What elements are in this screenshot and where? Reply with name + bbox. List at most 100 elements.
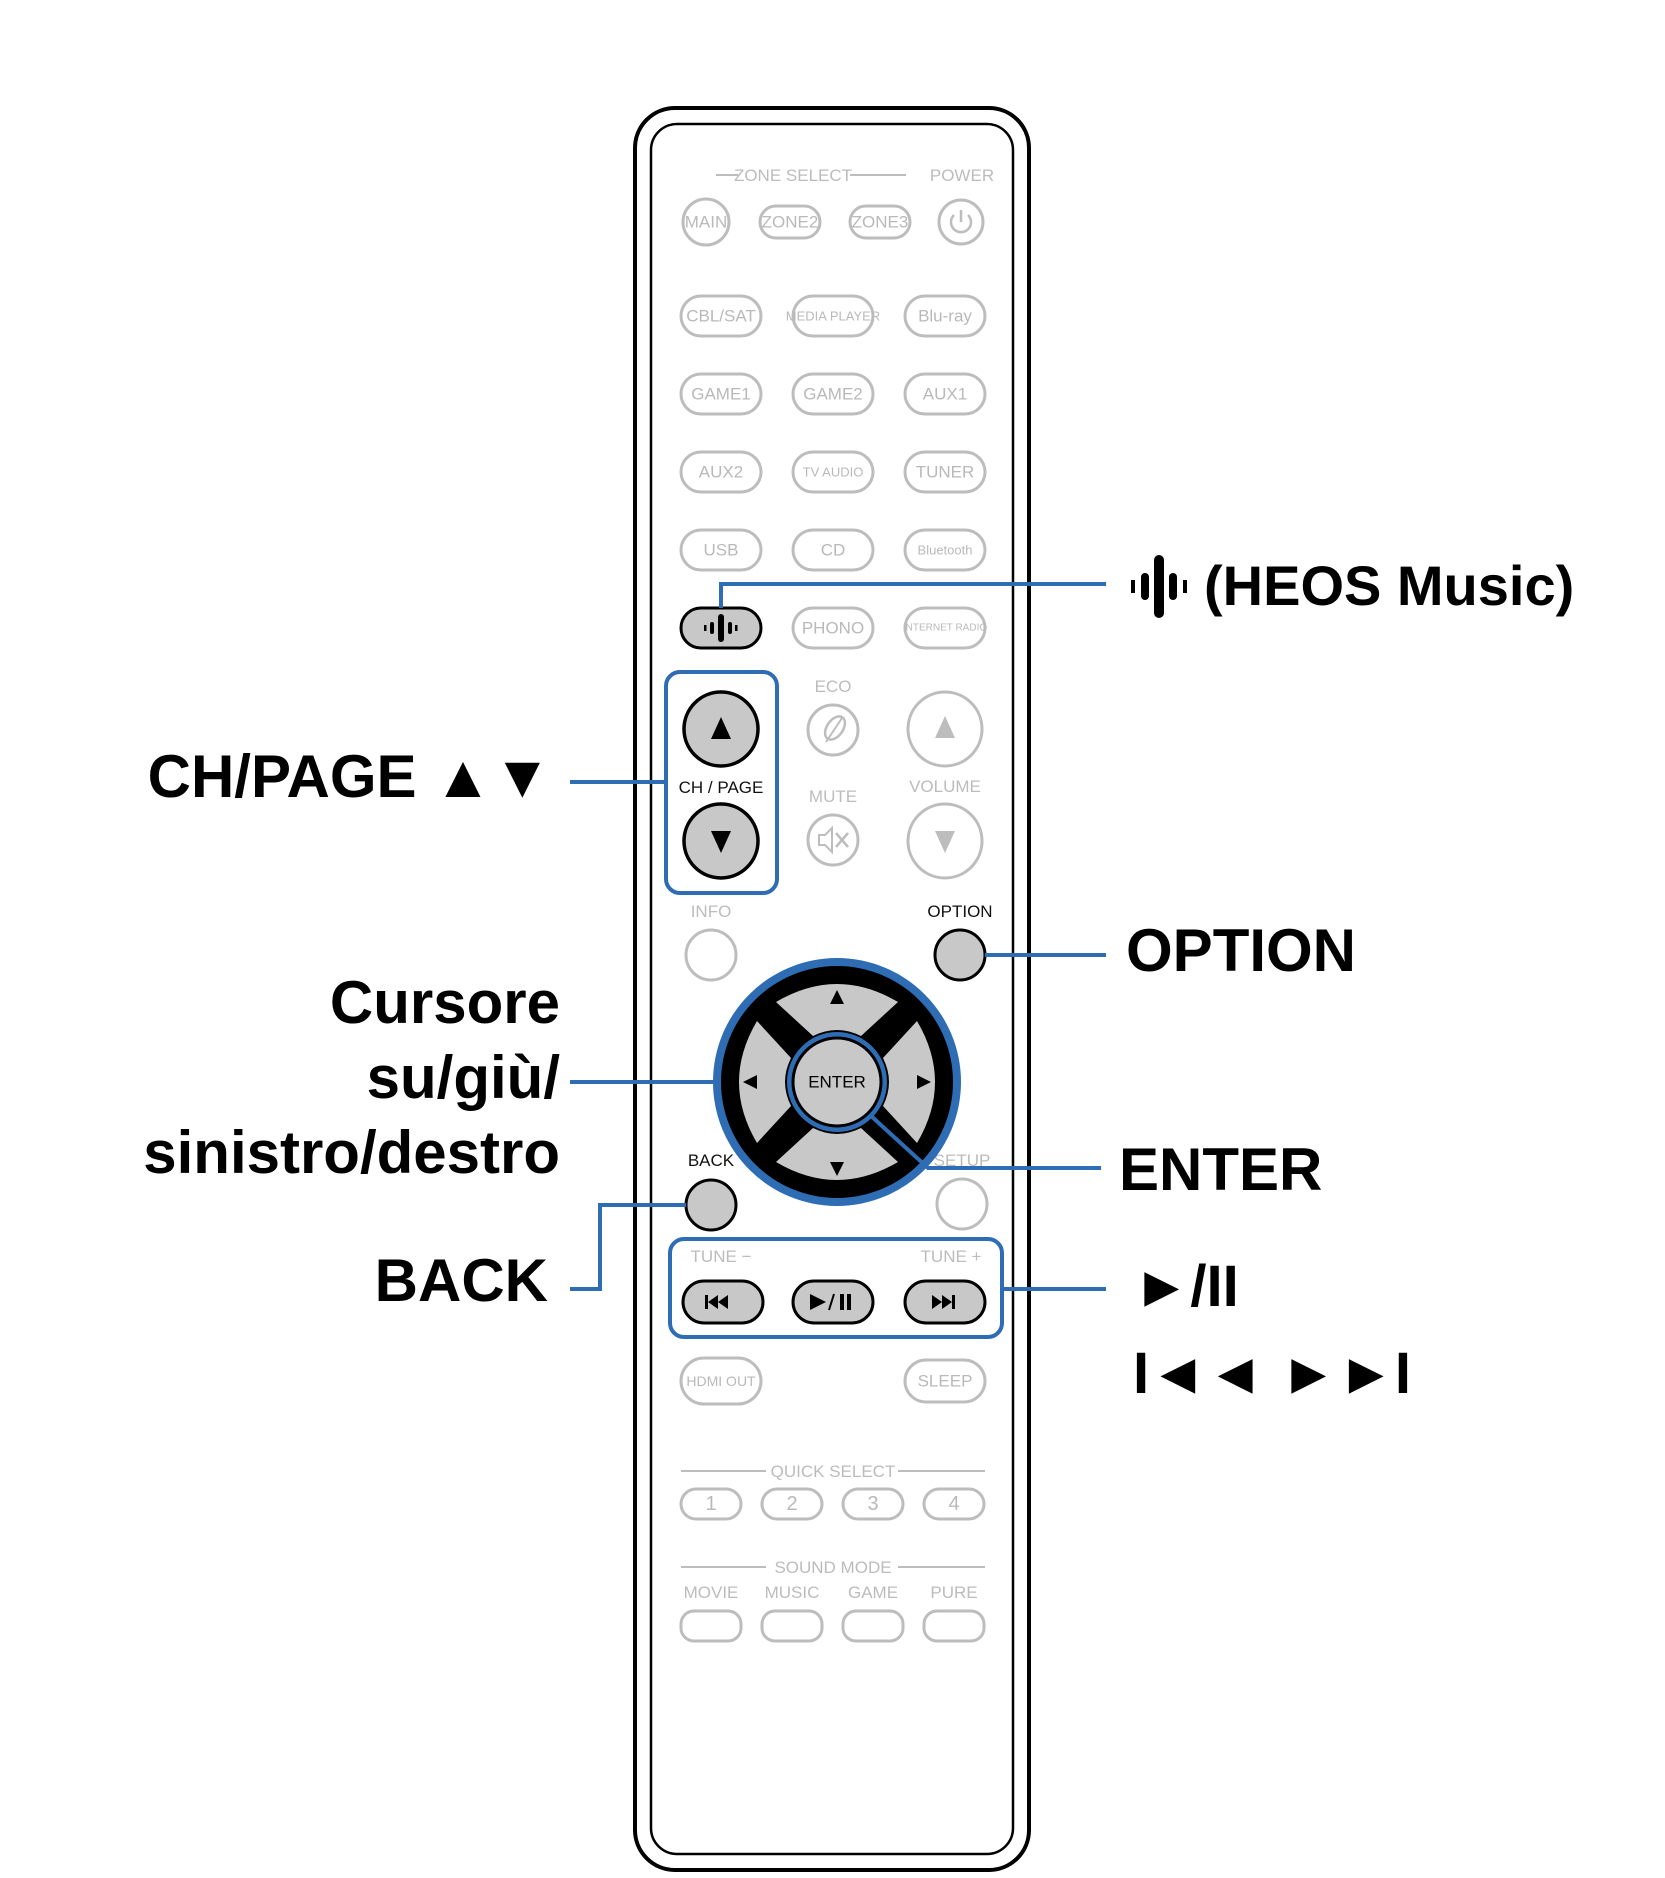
usb-button[interactable]: USB xyxy=(679,528,763,572)
bluray-label: Blu-ray xyxy=(918,307,972,326)
play-pause-button[interactable] xyxy=(791,1279,875,1325)
enter-leader xyxy=(868,1113,1101,1170)
zone3-button[interactable]: ZONE3 xyxy=(848,204,912,240)
play-pause-callout-label: ►/II xyxy=(1133,1254,1239,1319)
cursor-right-button[interactable] xyxy=(883,1021,935,1143)
cursor-pad: ENTER xyxy=(713,958,961,1206)
tune-minus-label: TUNE − xyxy=(691,1247,752,1266)
game-label: GAME xyxy=(848,1583,898,1602)
mute-icon xyxy=(818,825,849,855)
quick-select-3-button[interactable]: 3 xyxy=(841,1487,905,1521)
info-label: INFO xyxy=(691,902,732,921)
source-row-4: USB CD Bluetooth xyxy=(679,528,987,572)
bluray-button[interactable]: Blu-ray xyxy=(903,294,987,338)
phono-label: PHONO xyxy=(802,619,864,638)
music-button[interactable] xyxy=(760,1609,824,1643)
usb-label: USB xyxy=(704,541,739,560)
setup-label: SETUP xyxy=(934,1151,991,1170)
heos-icon xyxy=(704,614,738,642)
quick-select-1-label: 1 xyxy=(705,1493,716,1515)
back-callout: BACK xyxy=(375,1247,548,1314)
ch-page-label: CH / PAGE xyxy=(679,778,764,797)
option-button[interactable] xyxy=(933,928,987,982)
game2-label: GAME2 xyxy=(803,385,863,404)
power-button[interactable] xyxy=(937,198,985,246)
volume-up-button[interactable] xyxy=(906,690,984,768)
play-pause-callout: ►/II xyxy=(1133,1254,1239,1319)
cursor-callout: Cursore su/giù/ sinistro/destro xyxy=(143,969,560,1186)
heos-callout-label: (HEOS Music) xyxy=(1204,554,1574,617)
phono-button[interactable]: PHONO xyxy=(791,606,875,650)
cbl-sat-button[interactable]: CBL/SAT xyxy=(679,294,763,338)
hdmi-out-label: HDMI OUT xyxy=(686,1373,756,1389)
aux2-label: AUX2 xyxy=(699,463,743,482)
hdmi-out-button[interactable]: HDMI OUT xyxy=(679,1356,763,1406)
eco-button[interactable] xyxy=(806,703,860,757)
enter-button[interactable]: ENTER xyxy=(787,1032,887,1132)
option-callout: OPTION xyxy=(1126,917,1356,984)
option-label: OPTION xyxy=(927,902,992,921)
bluetooth-label: Bluetooth xyxy=(918,543,973,558)
pure-label: PURE xyxy=(930,1583,977,1602)
zone2-button[interactable]: ZONE2 xyxy=(758,204,822,240)
music-label: MUSIC xyxy=(765,1583,820,1602)
back-leader xyxy=(570,1203,686,1291)
source-row-2: GAME1 GAME2 AUX1 xyxy=(679,372,987,416)
mute-button[interactable] xyxy=(806,813,860,867)
main-label: MAIN xyxy=(685,213,728,232)
media-player-button[interactable]: MEDIA PLAYER xyxy=(786,294,880,338)
movie-label: MOVIE xyxy=(684,1583,739,1602)
arrow-down-icon xyxy=(830,1162,844,1176)
eco-label: ECO xyxy=(815,677,852,696)
source-row-5: PHONO INTERNET RADIO xyxy=(679,606,987,650)
enter-callout: ENTER xyxy=(1119,1136,1322,1203)
movie-button[interactable] xyxy=(679,1609,743,1643)
game2-button[interactable]: GAME2 xyxy=(791,372,875,416)
quick-select-1-button[interactable]: 1 xyxy=(679,1487,743,1521)
zone2-label: ZONE2 xyxy=(762,213,819,232)
back-button[interactable] xyxy=(684,1178,738,1232)
quick-select-2-button[interactable]: 2 xyxy=(760,1487,824,1521)
cd-button[interactable]: CD xyxy=(791,528,875,572)
power-icon xyxy=(949,210,973,234)
tv-audio-label: TV AUDIO xyxy=(803,465,864,480)
pure-button[interactable] xyxy=(922,1609,986,1643)
cursor-up-button[interactable] xyxy=(776,984,898,1036)
source-row-3: AUX2 TV AUDIO TUNER xyxy=(679,450,987,494)
sleep-button[interactable]: SLEEP xyxy=(903,1358,987,1404)
cbl-sat-label: CBL/SAT xyxy=(686,307,756,326)
aux2-button[interactable]: AUX2 xyxy=(679,450,763,494)
tuner-button[interactable]: TUNER xyxy=(903,450,987,494)
ch-page-down-button[interactable] xyxy=(682,802,760,880)
cursor-left-button[interactable] xyxy=(739,1021,791,1143)
zone-select-section: ZONE SELECT POWER xyxy=(716,166,994,185)
arrow-left-icon xyxy=(743,1075,757,1089)
leaf-icon xyxy=(823,715,847,743)
triangle-up-icon xyxy=(711,717,731,739)
sleep-label: SLEEP xyxy=(918,1372,973,1391)
cursor-down-button[interactable] xyxy=(776,1128,898,1180)
aux1-button[interactable]: AUX1 xyxy=(903,372,987,416)
triangle-down-icon xyxy=(711,831,731,853)
game1-button[interactable]: GAME1 xyxy=(679,372,763,416)
ch-page-up-button[interactable] xyxy=(682,690,760,768)
zone3-label: ZONE3 xyxy=(852,213,909,232)
bluetooth-button[interactable]: Bluetooth xyxy=(903,528,987,572)
skip-callout: I◄◄ ►►I xyxy=(1133,1341,1411,1406)
skip-back-icon xyxy=(705,1295,728,1309)
heos-button[interactable] xyxy=(679,606,763,650)
main-button[interactable]: MAIN xyxy=(681,197,731,247)
volume-down-button[interactable] xyxy=(906,802,984,880)
skip-back-button[interactable] xyxy=(681,1279,765,1325)
skip-forward-button[interactable] xyxy=(903,1279,987,1325)
quick-select-4-button[interactable]: 4 xyxy=(922,1487,986,1521)
tv-audio-button[interactable]: TV AUDIO xyxy=(791,450,875,494)
setup-button[interactable] xyxy=(935,1177,989,1231)
skip-forward-icon xyxy=(932,1295,955,1309)
tuner-label: TUNER xyxy=(916,463,975,482)
arrow-up-icon xyxy=(830,990,844,1004)
enter-button-label: ENTER xyxy=(808,1073,866,1092)
game-button[interactable] xyxy=(841,1609,905,1643)
info-button[interactable] xyxy=(684,928,738,982)
internet-radio-button[interactable]: INTERNET RADIO xyxy=(903,606,987,650)
